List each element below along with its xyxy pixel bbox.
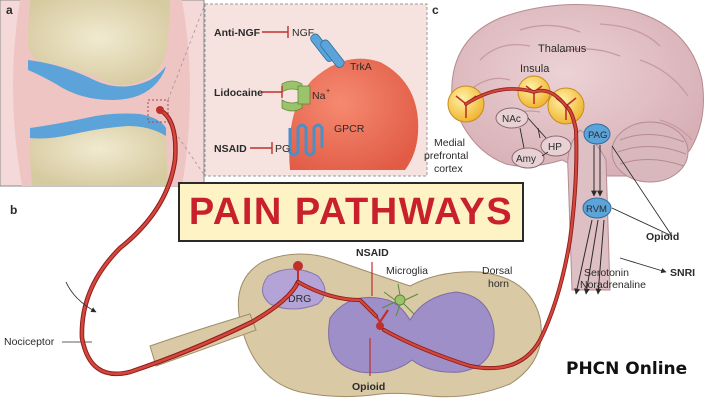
insula-label: Insula — [520, 63, 550, 75]
zoom-box — [147, 99, 169, 123]
pag-node — [583, 123, 611, 145]
amy-label: Amy — [516, 154, 536, 165]
dorsal-label-1: Dorsal — [482, 265, 512, 277]
thalamus-label: Thalamus — [538, 43, 587, 55]
drg-soma — [293, 261, 303, 271]
rvm-label: RVM — [586, 204, 607, 215]
anti-ngf-label: Anti-NGF — [214, 27, 261, 39]
rvm-node — [582, 197, 612, 219]
upper-bone — [27, 0, 170, 85]
lidocaine-label: Lidocaine — [214, 87, 263, 99]
brain-opioid-label: Opioid — [646, 231, 679, 243]
pag-label: PAG — [588, 130, 607, 141]
sodium-channel — [281, 80, 311, 112]
panel-b-label: b — [10, 203, 17, 217]
dorsal-label-2: horn — [488, 278, 509, 290]
noradrenaline-label: Noradrenaline — [580, 279, 646, 291]
hp-label: HP — [548, 142, 562, 153]
microglia-label: Microglia — [386, 265, 428, 277]
amy-node — [511, 147, 545, 169]
inset-nsaid-label: NSAID — [214, 143, 247, 155]
panel-c-label: c — [432, 3, 439, 17]
serotonin-label: Serotonin — [584, 267, 629, 279]
panel-a-label: a — [6, 3, 13, 17]
spinal-nsaid-label: NSAID — [356, 247, 389, 259]
nociceptive-pathway — [79, 87, 579, 377]
joint-panel: a — [0, 0, 205, 187]
sodium-charge-label: + — [326, 88, 330, 95]
signal-direction-arrow — [65, 281, 97, 313]
microglia — [381, 283, 419, 317]
medial-label-3: cortex — [434, 163, 463, 175]
trka-label: TrkA — [350, 61, 372, 73]
gpcr-receptor — [288, 123, 324, 157]
brand-label: PHCN Online — [566, 359, 688, 379]
medial-label-2: prefrontal — [424, 150, 468, 162]
brain-panel: c Thalamus Insula Medial prefrontal cort… — [424, 3, 704, 295]
page-title: PAIN PATHWAYS — [188, 190, 514, 233]
drg-label: DRG — [288, 293, 311, 305]
cerebellum — [611, 121, 689, 183]
pg-label: PG — [275, 143, 290, 155]
spinal-opioid-label: Opioid — [352, 381, 385, 393]
sodium-label: Na — [312, 90, 326, 102]
lower-cartilage — [30, 113, 166, 139]
hp-node — [540, 135, 572, 157]
snri-label: SNRI — [670, 267, 695, 279]
nac-label: NAc — [502, 114, 521, 125]
medial-label-1: Medial — [434, 137, 465, 149]
gpcr-label: GPCR — [334, 123, 365, 135]
upper-cartilage — [28, 60, 166, 100]
nociceptor-label: Nociceptor — [4, 336, 55, 348]
trka-receptor — [310, 33, 345, 68]
title-banner: PAIN PATHWAYS — [178, 182, 524, 242]
ngf-label: NGF — [292, 27, 314, 39]
receptor-inset: Anti-NGF NGF TrkA Lidocaine Na + GPCR NS… — [204, 3, 428, 177]
